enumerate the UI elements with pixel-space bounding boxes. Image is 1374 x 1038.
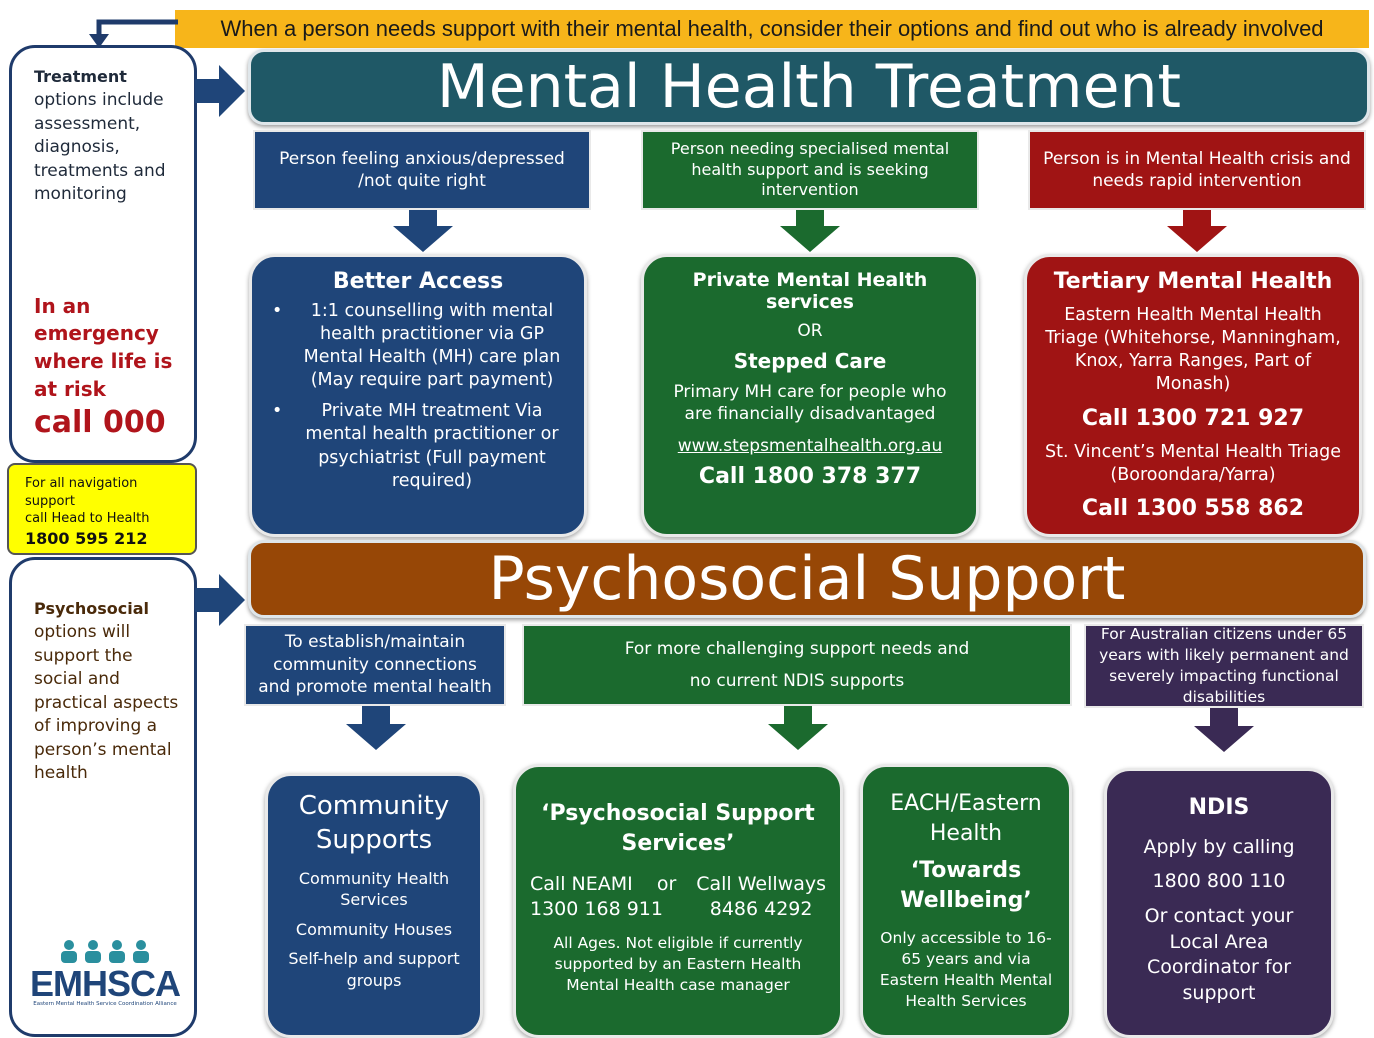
psychosocial-description: Psychosocial options will support the so… — [34, 598, 182, 786]
bullet-icon: • — [272, 301, 283, 321]
navigation-line1: For all navigation support — [25, 476, 138, 509]
sidebar-psychosocial-box: Psychosocial options will support the so… — [9, 557, 197, 1037]
treatment-title-text: Mental Health Treatment — [436, 52, 1182, 122]
emhsca-logo: EMHSCA Eastern Mental Health Service Coo… — [22, 938, 188, 1008]
each-card: EACH/Eastern Health ‘Towards Wellbeing’ … — [860, 764, 1072, 1038]
better-access-item-text: Private MH treatment Via mental health p… — [305, 401, 559, 491]
logo-subtitle: Eastern Mental Health Service Coordinati… — [33, 1001, 177, 1007]
community-title: Community Supports — [298, 791, 450, 855]
condition-anxious-text: Person feeling anxious/depressed /not qu… — [279, 148, 565, 191]
pss-or: or — [656, 872, 677, 895]
condition-community: To establish/maintain community connecti… — [244, 624, 506, 706]
psychosocial-bold-label: Psychosocial — [34, 599, 150, 618]
condition-crisis: Person is in Mental Health crisis and ne… — [1028, 130, 1366, 210]
condition-ndis-text: For Australian citizens under 65 years w… — [1099, 625, 1349, 706]
arrow-down-psychosocial-icon — [768, 706, 828, 750]
treatment-description: Treatment options include assessment, di… — [34, 66, 180, 207]
mental-health-treatment-title: Mental Health Treatment — [248, 49, 1370, 125]
ndis-contact: Or contact your Local Area Coordinator f… — [1144, 905, 1294, 1004]
logo-text: EMHSCA — [29, 963, 181, 1004]
better-access-item-text: 1:1 counselling with mental health pract… — [303, 301, 561, 391]
condition-community-text: To establish/maintain community connecti… — [258, 632, 492, 698]
tertiary-mental-health-card: Tertiary Mental Health Eastern Health Me… — [1024, 254, 1362, 537]
condition-anxious: Person feeling anxious/depressed /not qu… — [253, 130, 591, 210]
pss-calls: Call NEAMI or 1300 168 911 Call Wellways… — [530, 872, 826, 923]
arrow-down-tertiary-icon — [1167, 210, 1227, 252]
each-note: Only accessible to 16-65 years and via E… — [879, 928, 1053, 1010]
psychosocial-title-text: Psychosocial Support — [488, 544, 1126, 614]
condition-specialised-text: Person needing specialised mental health… — [670, 139, 950, 200]
banner-connector-arrow-icon — [89, 19, 178, 48]
condition-challenging-line1: For more challenging support needs and — [624, 638, 970, 659]
arrow-right-treatment-icon — [195, 65, 245, 117]
pss-call-neami-number: 1300 168 911 — [530, 898, 663, 921]
stepped-care-link[interactable]: www.stepsmentalhealth.org.au — [677, 435, 943, 456]
navigation-phone: 1800 595 212 — [25, 528, 148, 548]
better-access-list: • 1:1 counselling with mental health prac… — [266, 300, 570, 493]
pss-title: ‘Psychosocial Support Services’ — [541, 801, 815, 857]
banner-text: When a person needs support with their m… — [220, 16, 1324, 41]
treatment-text: options include assessment, diagnosis, t… — [34, 90, 166, 205]
treatment-bold-label: Treatment — [34, 67, 127, 86]
ndis-phone: 1800 800 110 — [1152, 870, 1286, 892]
emergency-call: call 000 — [34, 405, 166, 441]
psychosocial-support-title: Psychosocial Support — [248, 540, 1366, 618]
sidebar-treatment-box: Treatment options include assessment, di… — [9, 45, 197, 463]
bullet-icon: • — [272, 401, 283, 422]
stepped-care-text: Primary MH care for people who are finan… — [673, 382, 947, 425]
arrow-down-private-icon — [780, 210, 840, 252]
navigation-support-box: For all navigation support call Head to … — [7, 463, 197, 555]
ndis-apply: Apply by calling — [1143, 836, 1295, 858]
ndis-card: NDIS Apply by calling 1800 800 110 Or co… — [1104, 768, 1334, 1038]
condition-crisis-text: Person is in Mental Health crisis and ne… — [1043, 148, 1351, 191]
better-access-item: • 1:1 counselling with mental health prac… — [266, 300, 570, 392]
pss-call-wellways-number: 8486 4292 — [709, 898, 813, 921]
stepped-care-call: Call 1800 378 377 — [698, 463, 922, 489]
logo-people-icon — [61, 940, 149, 963]
arrow-right-psychosocial-icon — [195, 574, 245, 626]
community-supports-card: Community Supports Community Health Serv… — [265, 773, 483, 1038]
tertiary-title: Tertiary Mental Health — [1053, 269, 1333, 294]
ndis-title: NDIS — [1188, 795, 1250, 820]
each-subtitle: ‘Towards Wellbeing’ — [900, 858, 1032, 914]
private-or: OR — [797, 321, 823, 341]
better-access-title: Better Access — [332, 269, 504, 294]
arrow-down-community-icon — [346, 706, 406, 750]
tertiary-text1: Eastern Health Mental Health Triage (Whi… — [1045, 305, 1341, 395]
community-item: Community Health Services — [298, 868, 450, 910]
psychosocial-text: options will support the social and prac… — [34, 622, 179, 784]
emergency-text: In an emergency where life is at risk — [34, 293, 173, 401]
pss-call-neami-label: Call NEAMI — [530, 872, 633, 895]
better-access-item: • Private MH treatment Via mental health … — [266, 400, 570, 492]
condition-challenging: For more challenging support needs and n… — [522, 624, 1072, 706]
private-title: Private Mental Health services — [692, 269, 928, 313]
pss-note: All Ages. Not eligible if currently supp… — [553, 934, 803, 994]
stepped-care-title: Stepped Care — [733, 349, 887, 373]
pss-call-neami: Call NEAMI or 1300 168 911 — [530, 872, 676, 923]
each-title: EACH/Eastern Health — [890, 791, 1042, 846]
condition-ndis: For Australian citizens under 65 years w… — [1084, 624, 1364, 708]
condition-challenging-line2: no current NDIS supports — [689, 671, 905, 691]
arrow-down-ndis-icon — [1194, 708, 1254, 752]
pss-call-wellways-label: Call Wellways — [696, 872, 826, 895]
psychosocial-services-card: ‘Psychosocial Support Services’ Call NEA… — [513, 764, 843, 1038]
navigation-line2: call Head to Health — [25, 511, 150, 527]
tertiary-call2: Call 1300 558 862 — [1081, 495, 1305, 521]
tertiary-text2: St. Vincent’s Mental Health Triage (Boro… — [1045, 442, 1341, 486]
community-item: Community Houses — [295, 919, 453, 939]
better-access-card: Better Access • 1:1 counselling with ment… — [249, 254, 587, 537]
top-banner: When a person needs support with their m… — [175, 10, 1369, 48]
arrow-down-better-access-icon — [393, 210, 453, 252]
tertiary-call1: Call 1300 721 927 — [1081, 406, 1305, 432]
condition-specialised: Person needing specialised mental health… — [641, 130, 979, 210]
community-item: Self-help and support groups — [288, 949, 460, 990]
private-mental-health-card: Private Mental Health services OR Steppe… — [641, 254, 979, 537]
pss-call-wellways: Call Wellways 8486 4292 — [696, 872, 826, 923]
